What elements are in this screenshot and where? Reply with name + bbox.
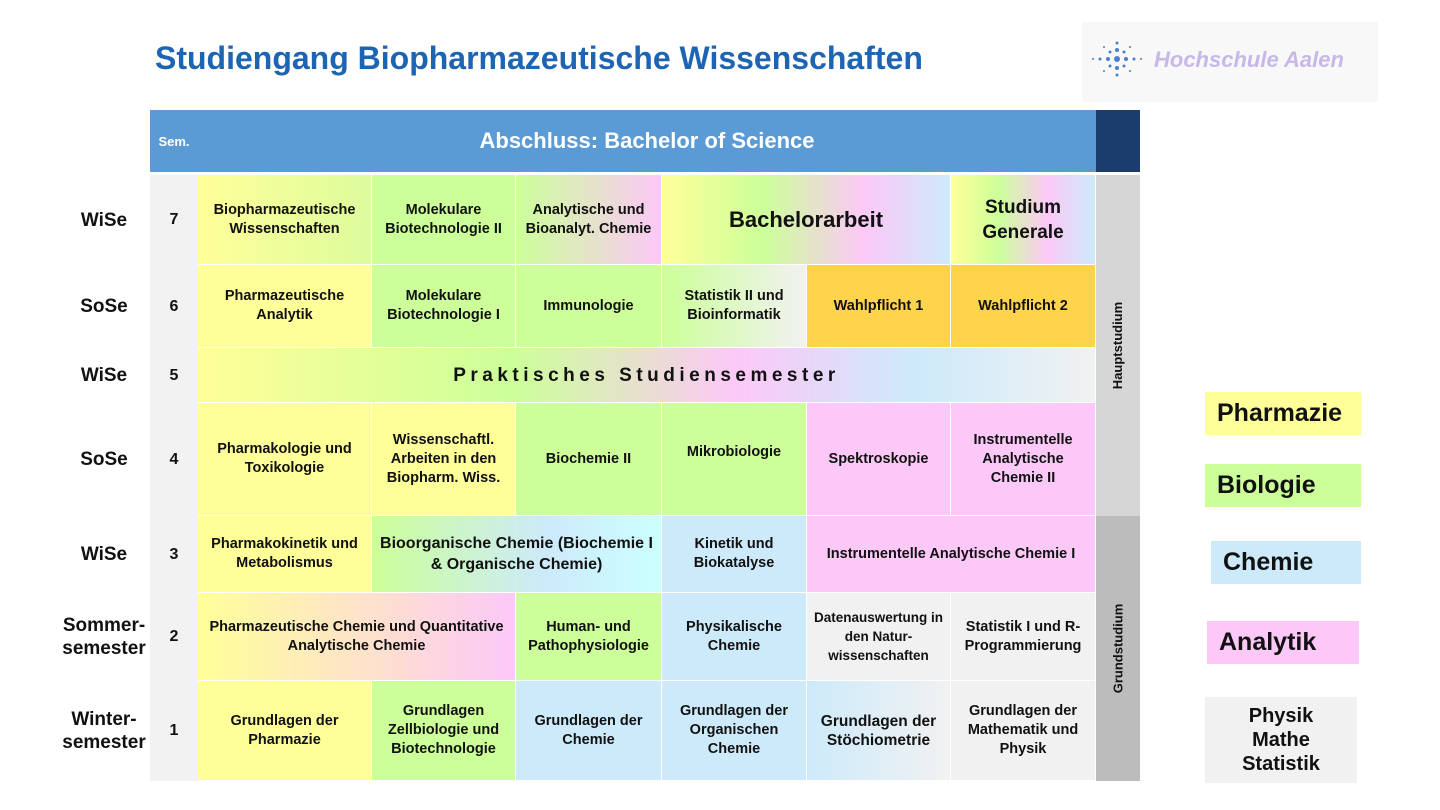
sem-number: 6 xyxy=(150,265,198,348)
module-cell: Pharmakologie und Toxikologie xyxy=(198,403,372,516)
module-cell: Grundlagen der Organischen Chemie xyxy=(662,681,807,781)
module-cell: Grundlagen der Chemie xyxy=(516,681,662,781)
hauptstudium-label: Hauptstudium xyxy=(1110,301,1126,390)
logo-text: Hochschule Aalen xyxy=(1154,47,1344,72)
row-label-sem2: Sommer- semester xyxy=(62,615,146,659)
module-cell: Physikalische Chemie xyxy=(662,593,807,681)
module-cell: Human- und Pathophysiologie xyxy=(516,593,662,681)
grundstudium-label: Grundstudium xyxy=(1110,603,1126,694)
star-burst-icon xyxy=(1092,41,1142,77)
module-cell: Statistik I und R-Programmierung xyxy=(951,593,1096,681)
legend-physik-mathe-statistik: Physik Mathe Statistik xyxy=(1205,697,1357,783)
grundstudium-bar: Grundstudium xyxy=(1096,516,1140,781)
module-cell: Grundlagen der Pharmazie xyxy=(198,681,372,781)
module-cell: Wahlpflicht 2 xyxy=(951,265,1096,348)
legend-pharmazie: Pharmazie xyxy=(1205,392,1361,435)
module-cell: Analytische und Bioanalyt. Chemie xyxy=(516,175,662,265)
sem-number: 4 xyxy=(150,403,198,516)
sem-number: 5 xyxy=(150,348,198,403)
legend-chemie: Chemie xyxy=(1211,541,1361,584)
module-cell: Pharmazeutische Chemie und Quantitative … xyxy=(198,593,516,681)
row-label-sem3: WiSe xyxy=(80,544,128,565)
module-cell: Instrumentelle Analytische Chemie I xyxy=(807,516,1096,593)
row-label-sem4: SoSe xyxy=(80,449,128,470)
sem-number: 7 xyxy=(150,175,198,265)
row-label-sem6: SoSe xyxy=(80,296,128,317)
legend-analytik: Analytik xyxy=(1207,621,1359,664)
module-cell: Immunologie xyxy=(516,265,662,348)
module-cell: Pharmazeutische Analytik xyxy=(198,265,372,348)
module-cell: Molekulare Biotechnologie II xyxy=(372,175,516,265)
module-cell: Wissenschaftl. Arbeiten in den Biopharm.… xyxy=(372,403,516,516)
module-cell: Datenauswertung in den Natur-wissenschaf… xyxy=(807,593,951,681)
module-cell-bachelorarbeit: Bachelorarbeit xyxy=(662,175,951,265)
sem-header: Sem. xyxy=(150,110,198,172)
module-cell: Pharmakokinetik und Metabolismus xyxy=(198,516,372,593)
module-cell: Biopharmazeutische Wissenschaften xyxy=(198,175,372,265)
sem-number: 2 xyxy=(150,593,198,681)
module-cell: Grundlagen der Stöchiometrie xyxy=(807,681,951,781)
row-label-sem7: WiSe xyxy=(80,209,128,231)
module-cell: Biochemie II xyxy=(516,403,662,516)
sem-number: 3 xyxy=(150,516,198,593)
module-cell: Bioorganische Chemie (Biochemie I & Orga… xyxy=(372,516,662,593)
header-side-block xyxy=(1096,110,1140,172)
sem-number: 1 xyxy=(150,681,198,781)
hauptstudium-bar: Hauptstudium xyxy=(1096,175,1140,516)
page-title: Studiengang Biopharmazeutische Wissensch… xyxy=(155,40,923,76)
module-cell: Grundlagen der Mathematik und Physik xyxy=(951,681,1096,781)
module-cell: Spektroskopie xyxy=(807,403,951,516)
module-cell: Statistik II und Bioinformatik xyxy=(662,265,807,348)
module-cell-praxissemester: Praktisches Studiensemester xyxy=(198,348,1096,403)
legend-biologie: Biologie xyxy=(1205,464,1361,507)
degree-header: Abschluss: Bachelor of Science xyxy=(198,110,1096,172)
logo xyxy=(1082,22,1378,102)
module-cell: Molekulare Biotechnologie I xyxy=(372,265,516,348)
module-cell: Wahlpflicht 1 xyxy=(807,265,951,348)
module-cell: Kinetik und Biokatalyse xyxy=(662,516,807,593)
module-cell: Mikrobiologie xyxy=(662,403,807,516)
module-cell: Grundlagen Zellbiologie und Biotechnolog… xyxy=(372,681,516,781)
module-cell: Instrumentelle Analytische Chemie II xyxy=(951,403,1096,516)
module-cell: Studium Generale xyxy=(951,175,1096,265)
row-label-sem5: WiSe xyxy=(80,365,128,386)
row-label-sem1: Winter- semester xyxy=(62,709,146,753)
